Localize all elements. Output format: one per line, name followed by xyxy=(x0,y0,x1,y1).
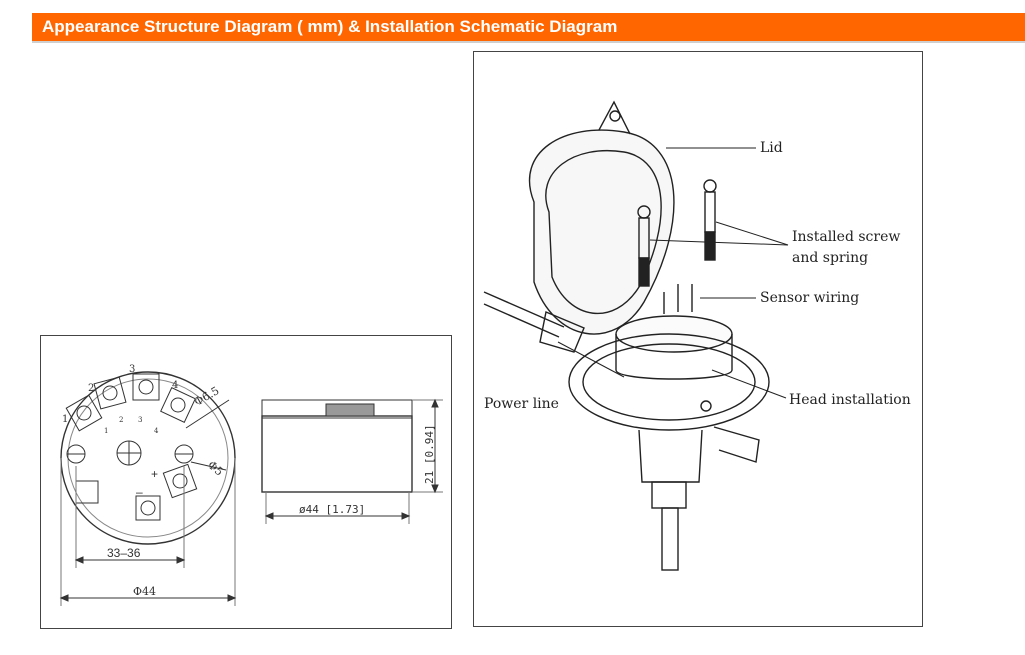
terminal-number-4: 4 xyxy=(172,380,178,391)
mount-hole-diameter-label: Φ5 xyxy=(205,458,226,478)
terminal-mark-2: 2 xyxy=(119,416,123,424)
height-dimension-label: 21 [0.94] xyxy=(423,424,436,484)
terminal-number-2: 2 xyxy=(88,383,94,394)
head-base xyxy=(568,333,770,431)
dimension-drawing-panel: 1 2 3 4 1 2 3 4 + – Φ6.5 Φ5 33–36 Φ44 ø4… xyxy=(40,335,452,629)
terminal-mark-3: 3 xyxy=(138,416,142,424)
lid-shape xyxy=(528,129,675,335)
section-title: Appearance Structure Diagram ( mm) & Ins… xyxy=(42,17,618,36)
dimension-drawing: 1 2 3 4 1 2 3 4 + – Φ6.5 Φ5 33–36 Φ44 ø4… xyxy=(59,364,443,606)
polarity-minus: – xyxy=(136,485,143,499)
label-screw-line2: and spring xyxy=(792,250,868,266)
width-dimension-label: ø44 [1.73] xyxy=(299,503,365,516)
label-sensor-wiring: Sensor wiring xyxy=(760,290,859,306)
terminal-number-1: 1 xyxy=(62,414,68,425)
section-header: Appearance Structure Diagram ( mm) & Ins… xyxy=(32,13,1025,41)
installation-diagram: Lid Installed screw and spring Sensor wi… xyxy=(483,100,911,571)
installation-diagram-panel: Lid Installed screw and spring Sensor wi… xyxy=(473,51,923,627)
label-lid: Lid xyxy=(760,140,783,156)
label-head-installation: Head installation xyxy=(789,392,911,408)
outer-diameter-label: Φ44 xyxy=(133,585,156,598)
polarity-plus: + xyxy=(151,467,158,481)
terminal-number-3: 3 xyxy=(129,364,135,375)
label-screw-line1: Installed screw xyxy=(792,229,900,245)
terminal-mark-4: 4 xyxy=(154,427,159,435)
header-divider xyxy=(32,41,1025,43)
side-view-body xyxy=(261,415,413,493)
terminal-mark-1: 1 xyxy=(104,427,108,435)
label-power-line: Power line xyxy=(484,396,559,412)
hole-spacing-label: 33–36 xyxy=(107,546,141,560)
